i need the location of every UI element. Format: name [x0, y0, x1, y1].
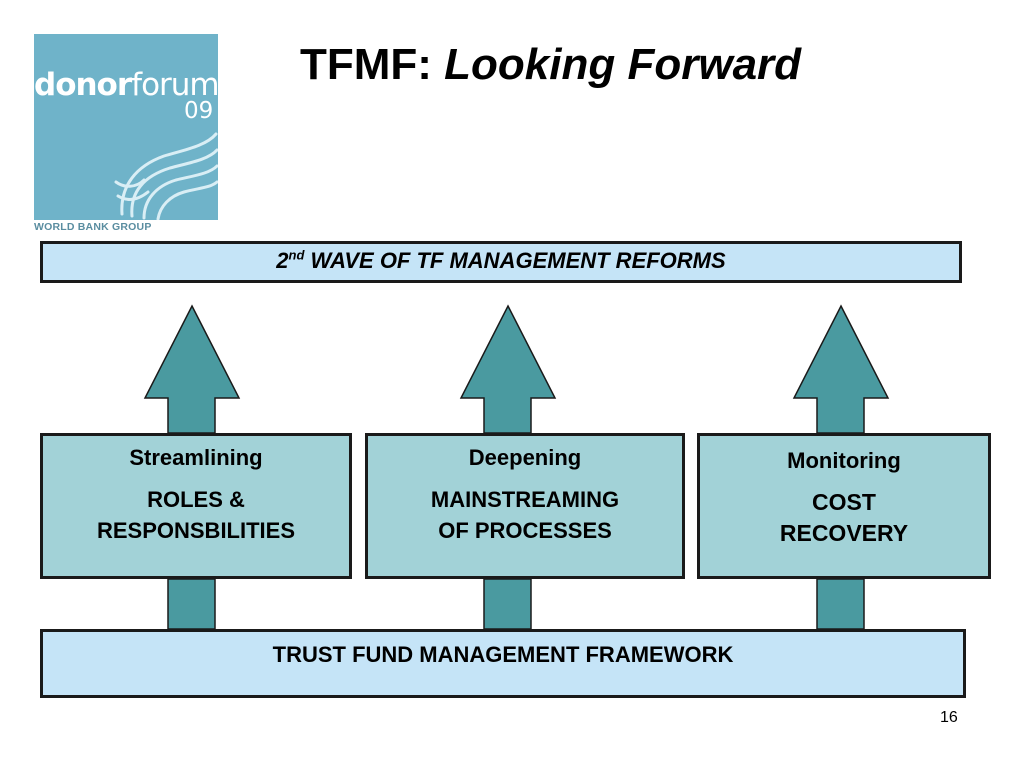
page-title-prefix: TFMF: — [300, 40, 445, 89]
banner-ordinal-suffix: nd — [288, 247, 305, 263]
banner-text: WAVE OF TF MANAGEMENT REFORMS — [304, 248, 726, 273]
page-title: TFMF: Looking Forward — [300, 40, 801, 90]
arrow-stem-3 — [816, 578, 865, 630]
hand-icon — [114, 132, 218, 220]
pillar-box-streamlining: Streamlining ROLES & RESPONSBILITIES — [40, 433, 352, 579]
logo-word-donor: donor — [34, 67, 132, 103]
pillar-box-monitoring: Monitoring COST RECOVERY — [697, 433, 991, 579]
pillar-heading: Monitoring — [787, 448, 901, 473]
logo-subtitle: WORLD BANK GROUP — [34, 221, 152, 233]
framework-banner: TRUST FUND MANAGEMENT FRAMEWORK — [40, 629, 966, 698]
reform-wave-banner: 2nd WAVE OF TF MANAGEMENT REFORMS — [40, 241, 962, 283]
pillar-box-deepening: Deepening MAINSTREAMING OF PROCESSES — [365, 433, 685, 579]
pillar-body: COST RECOVERY — [779, 489, 909, 546]
logo-year: 09 — [184, 98, 214, 124]
logo-word-forum: forum — [131, 67, 218, 103]
page-title-emphasis: Looking Forward — [444, 40, 802, 89]
up-arrow-3 — [792, 304, 890, 434]
logo-wordmark: donorforum — [34, 70, 218, 101]
pillar-body: MAINSTREAMING OF PROCESSES — [430, 487, 620, 543]
pillar-heading: Streamlining — [129, 445, 263, 470]
up-arrow-2 — [459, 304, 557, 434]
pillar-body: ROLES & RESPONSBILITIES — [96, 487, 296, 543]
donorforum-logo: donorforum 09 — [34, 34, 218, 220]
arrow-stem-1 — [167, 578, 216, 630]
pillar-heading: Deepening — [468, 445, 582, 470]
up-arrow-1 — [143, 304, 241, 434]
banner-ordinal-number: 2 — [276, 248, 289, 273]
page-number: 16 — [940, 709, 958, 726]
arrow-stem-2 — [483, 578, 532, 630]
